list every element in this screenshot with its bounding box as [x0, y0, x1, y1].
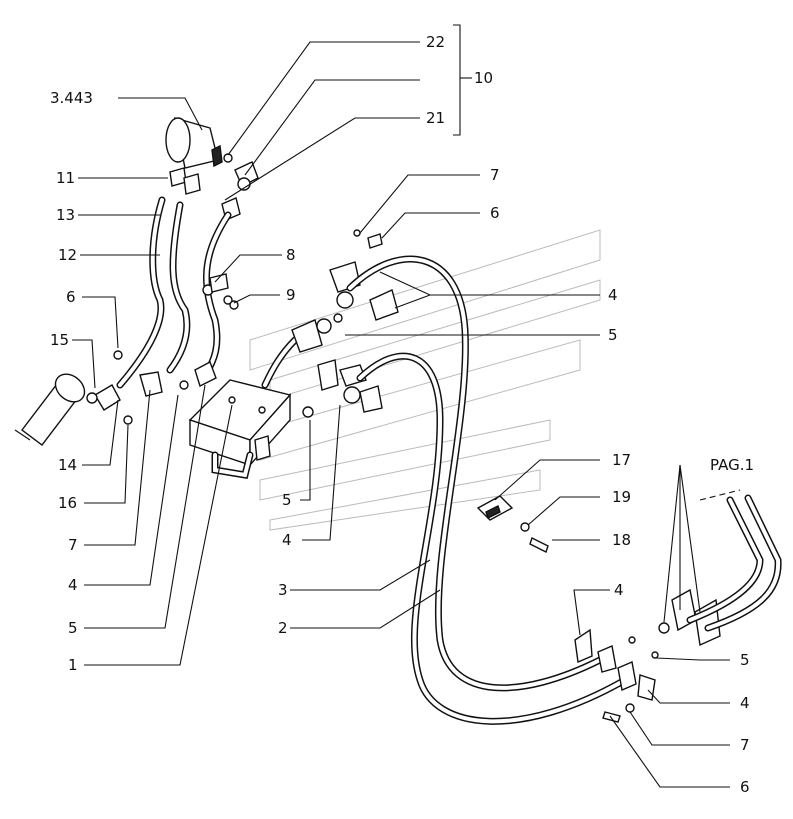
label-3: 3	[278, 581, 288, 599]
label-5-right: 5	[740, 651, 750, 669]
label-5-mid: 5	[608, 326, 618, 344]
label-18: 18	[612, 531, 631, 549]
watermark-grid	[249, 229, 601, 531]
label-7-left: 7	[68, 536, 78, 554]
label-17: 17	[612, 451, 631, 469]
label-4-right: 4	[740, 694, 750, 712]
bracket-part	[476, 495, 549, 553]
label-5-left: 5	[68, 619, 78, 637]
label-19: 19	[612, 488, 631, 506]
label-6-top: 6	[490, 204, 500, 222]
label-4-center: 4	[282, 531, 292, 549]
label-3443: 3.443	[50, 89, 93, 107]
label-21: 21	[426, 109, 445, 127]
label-7-top: 7	[490, 166, 500, 184]
label-1: 1	[68, 656, 78, 674]
label-10: 10	[474, 69, 493, 87]
long-hoses	[346, 255, 629, 725]
label-13: 13	[56, 206, 75, 224]
label-8: 8	[286, 246, 296, 264]
label-15: 15	[50, 331, 69, 349]
actuator-part-left	[14, 373, 86, 446]
label-2: 2	[278, 619, 288, 637]
label-4-left: 4	[68, 576, 78, 594]
label-5-center: 5	[282, 491, 292, 509]
right-fittings	[574, 588, 721, 723]
leader-lines	[72, 24, 730, 788]
cylinder-part	[165, 117, 223, 169]
label-12: 12	[58, 246, 77, 264]
label-4-lower: 4	[614, 581, 624, 599]
label-7-bottom: 7	[740, 736, 750, 754]
label-6-bottom: 6	[740, 778, 750, 796]
valve-block-part	[188, 313, 343, 479]
label-4-top: 4	[608, 286, 618, 304]
clamp-parts-left	[86, 284, 233, 425]
label-9: 9	[286, 286, 296, 304]
label-11: 11	[56, 169, 75, 187]
label-16: 16	[58, 494, 77, 512]
right-pipes	[686, 489, 782, 632]
left-hydraulic-pipes	[116, 196, 232, 389]
label-22: 22	[426, 33, 445, 51]
label-6-left: 6	[66, 288, 76, 306]
label-14: 14	[58, 456, 77, 474]
label-pag1: PAG.1	[710, 456, 754, 474]
part-labels: 3.443 22 10 21 11 13 12 6 15 14 16 7 4 5…	[50, 33, 754, 796]
